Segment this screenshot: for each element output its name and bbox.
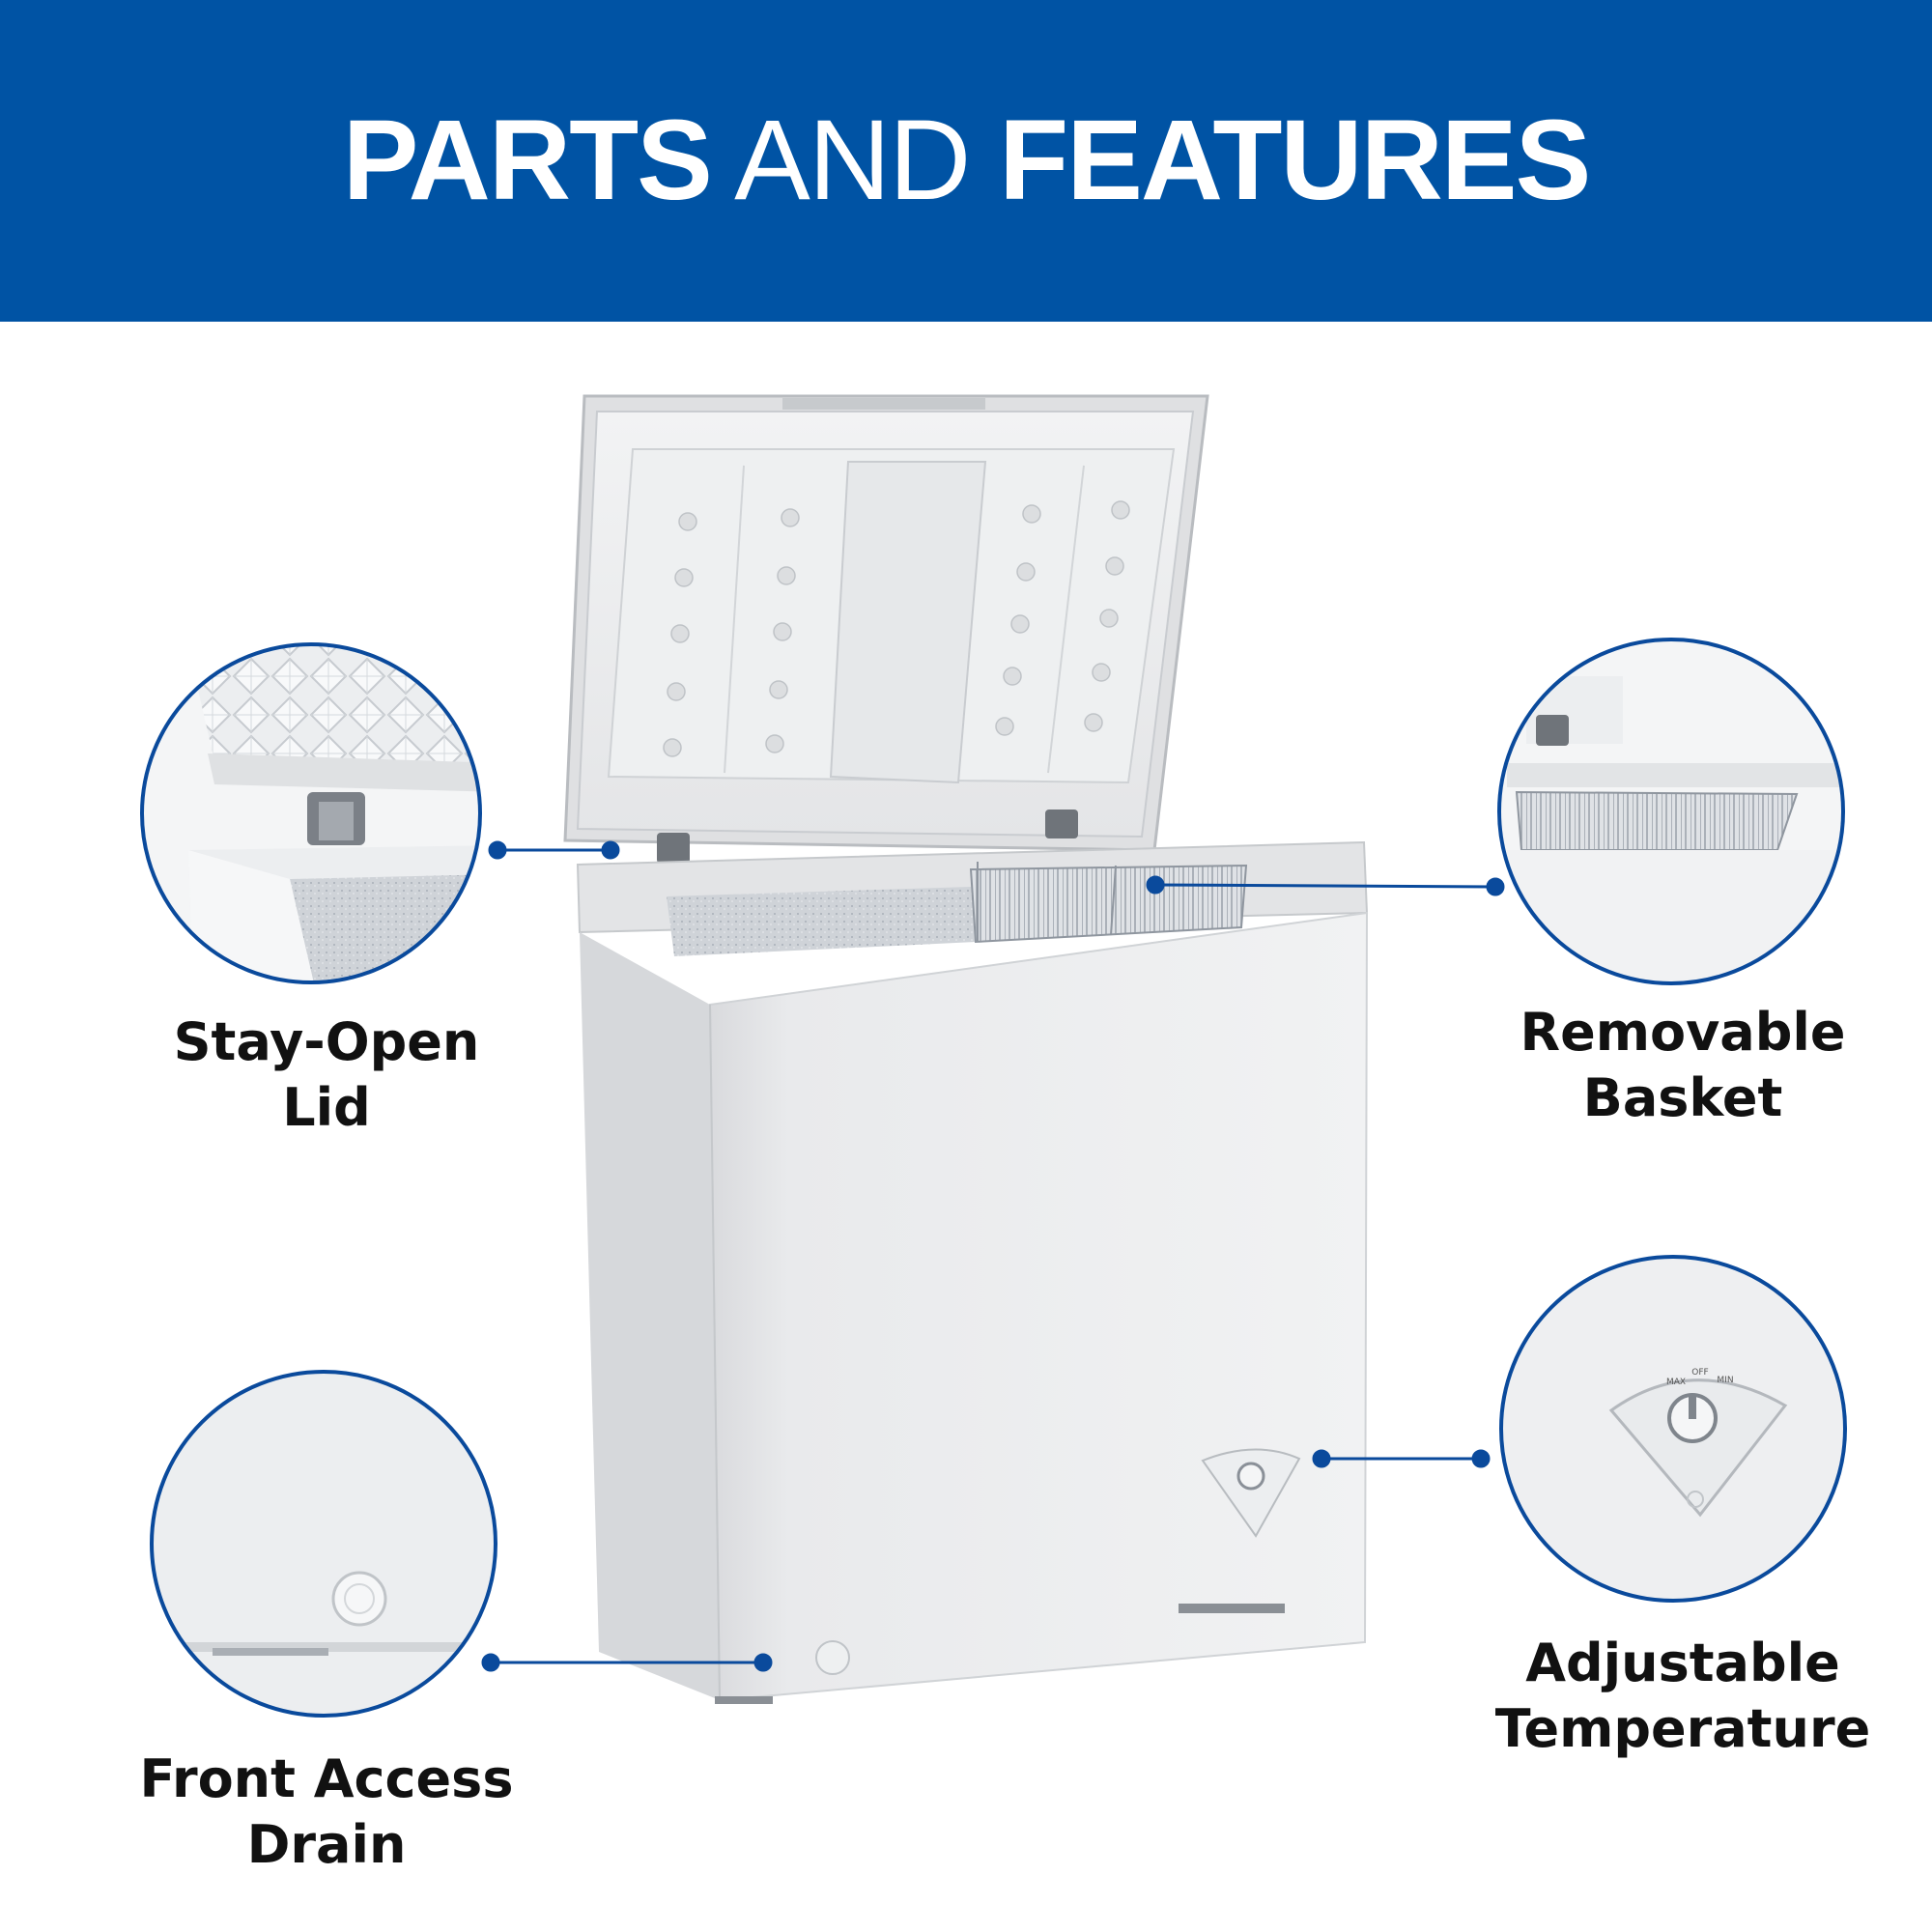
feature-label-line: Basket bbox=[1582, 1067, 1783, 1128]
feature-label-front-access-drain: Front Access Drain bbox=[75, 1747, 578, 1878]
title-word-features: FEATURES bbox=[999, 96, 1591, 224]
freezer-body bbox=[576, 840, 1369, 1704]
feature-label-line: Lid bbox=[282, 1077, 371, 1138]
feature-label-line: Stay-Open bbox=[173, 1011, 480, 1072]
detail-circle-thermostat: MAX OFF MIN bbox=[1499, 1255, 1847, 1603]
lid-hinge bbox=[657, 810, 1078, 864]
feature-label-line: Removable bbox=[1520, 1002, 1846, 1063]
title-word-and: AND bbox=[734, 96, 971, 224]
feature-label-stay-open-lid: Stay-Open Lid bbox=[75, 1009, 578, 1141]
title-word-parts: PARTS bbox=[342, 96, 713, 224]
detail-circle-drain bbox=[150, 1370, 497, 1718]
feature-label-line: Front Access bbox=[139, 1748, 514, 1809]
detail-circle-basket bbox=[1497, 638, 1845, 985]
dial-label-off: OFF bbox=[1691, 1368, 1708, 1378]
feature-label-line: Drain bbox=[246, 1814, 407, 1875]
freezer-lid bbox=[563, 394, 1209, 852]
feature-label-line: Temperature bbox=[1494, 1698, 1871, 1759]
feature-label-line: Adjustable bbox=[1525, 1633, 1840, 1693]
dial-label-min: MIN bbox=[1717, 1376, 1733, 1385]
callout-lines bbox=[481, 840, 1505, 1672]
detail-circle-lid bbox=[140, 642, 482, 984]
dial-label-max: MAX bbox=[1666, 1378, 1686, 1387]
header-banner: PARTS AND FEATURES bbox=[0, 0, 1932, 322]
feature-label-adjustable-temperature: Adjustable Temperature bbox=[1432, 1631, 1932, 1762]
page-title: PARTS AND FEATURES bbox=[342, 95, 1592, 226]
feature-label-removable-basket: Removable Basket bbox=[1432, 1000, 1932, 1131]
